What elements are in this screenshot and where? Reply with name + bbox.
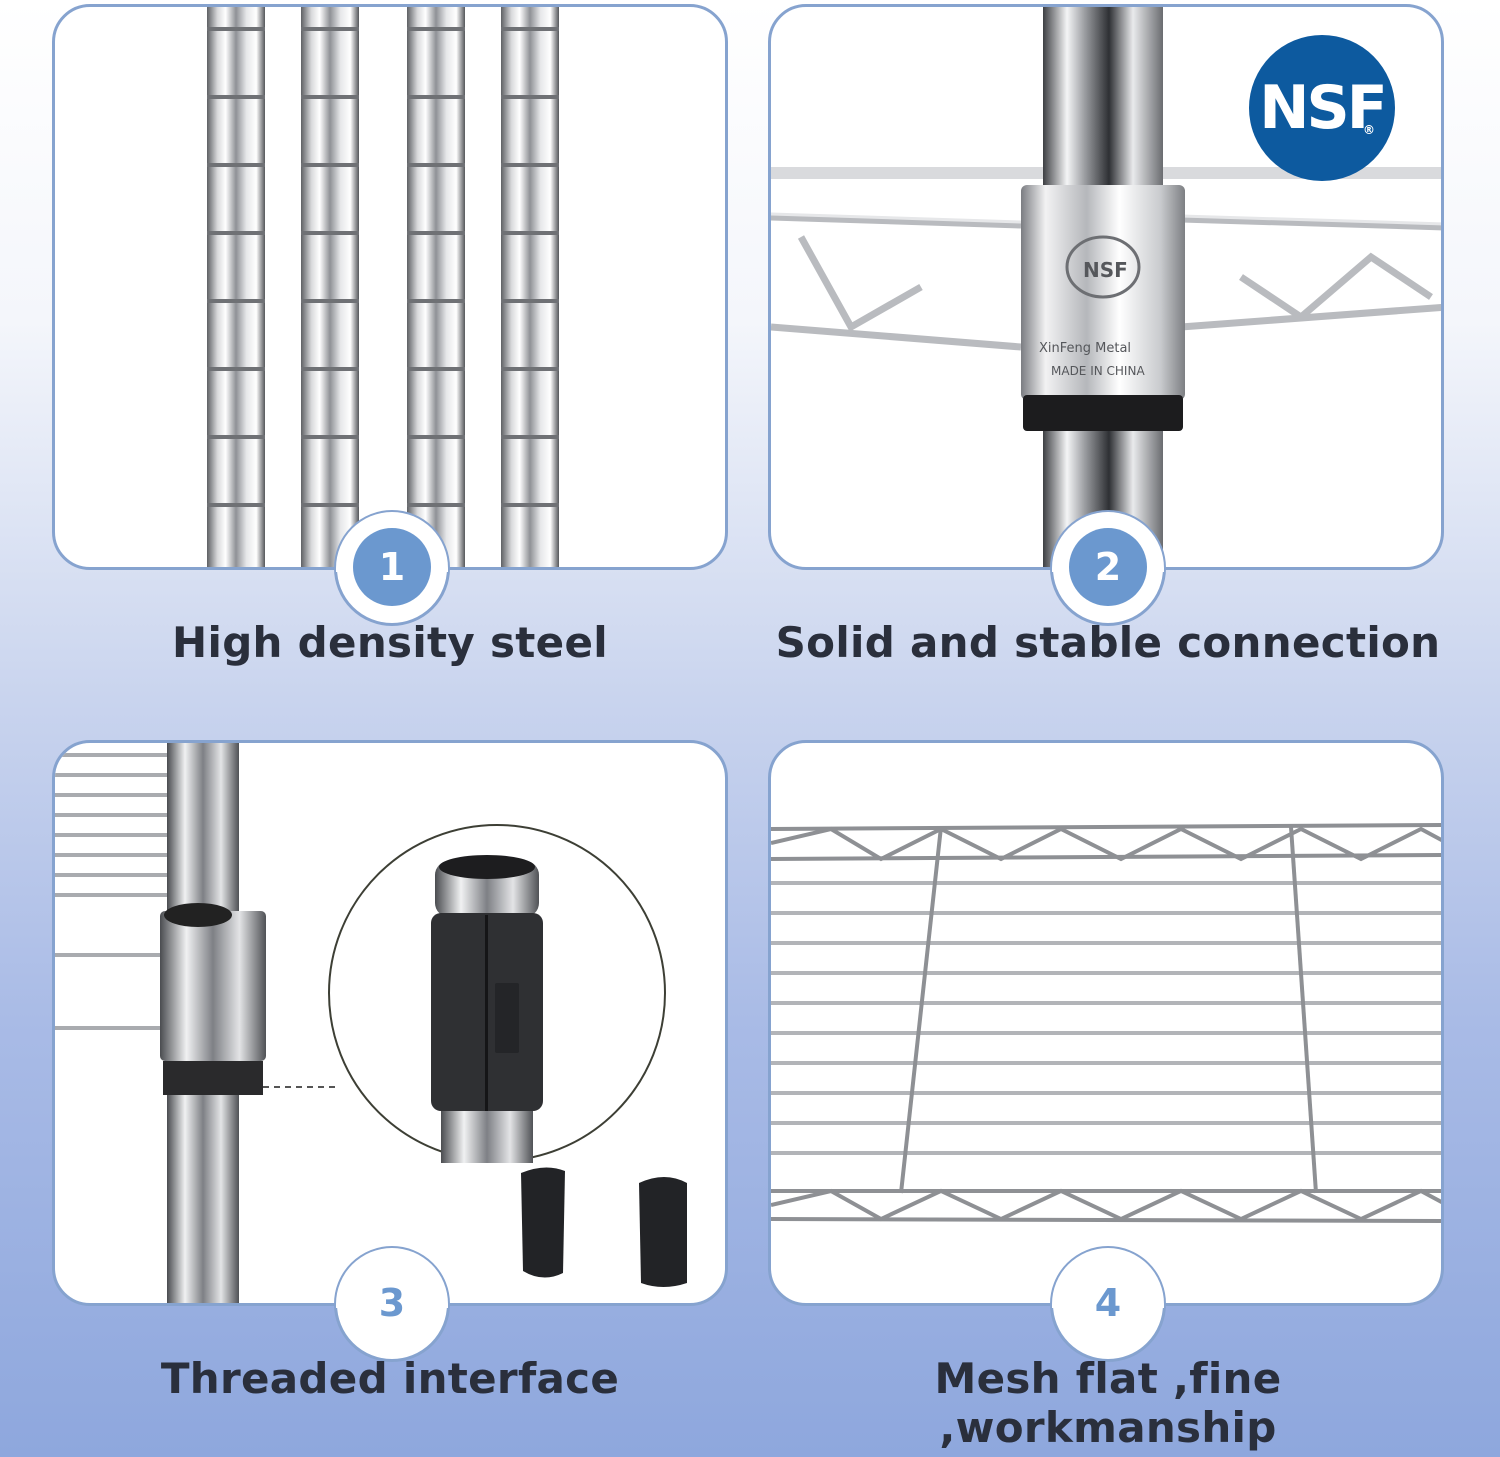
feature-caption-4: Mesh flat ,fine ,workmanship (934, 1354, 1282, 1452)
steel-pole (407, 7, 465, 567)
pole-groove (207, 95, 265, 99)
pole-groove (301, 435, 359, 439)
pole-groove (407, 299, 465, 303)
feature-number-badge-4: 4 (1069, 1264, 1147, 1342)
pole-groove (407, 27, 465, 31)
steel-pole (501, 7, 559, 567)
pole-groove (501, 435, 559, 439)
threaded-interface-photo (55, 743, 687, 1303)
pole-groove (501, 299, 559, 303)
feature-caption-2: Solid and stable connection (775, 618, 1441, 667)
svg-text:NSF: NSF (1083, 258, 1128, 282)
nsf-logo-text: NSF (1259, 73, 1387, 143)
pole-groove (301, 367, 359, 371)
feature-panel-1 (52, 4, 728, 570)
pole-groove (301, 95, 359, 99)
pole-groove (407, 503, 465, 507)
svg-text:MADE IN CHINA: MADE IN CHINA (1051, 364, 1145, 378)
pole-groove (501, 231, 559, 235)
pole-groove (301, 27, 359, 31)
feature-panel-4 (768, 740, 1444, 1306)
pole-groove (501, 163, 559, 167)
pole-groove (207, 163, 265, 167)
feature-number-badge-1: 1 (353, 528, 431, 606)
pole-groove (407, 435, 465, 439)
pole-groove (301, 503, 359, 507)
pole-groove (407, 367, 465, 371)
pole-groove (301, 231, 359, 235)
steel-pole (207, 7, 265, 567)
pole-groove (301, 163, 359, 167)
steel-poles-photo (207, 7, 559, 567)
pole-groove (501, 367, 559, 371)
pole-groove (501, 503, 559, 507)
pole-groove (207, 299, 265, 303)
pole-groove (407, 231, 465, 235)
pole-groove (207, 503, 265, 507)
nsf-certification-logo: NSF ® (1249, 35, 1395, 181)
feature-number-badge-3: 3 (353, 1264, 431, 1342)
feature-caption-1: High density steel (172, 618, 608, 667)
feature-panel-2: NSF XinFeng Metal MADE IN CHINA NSF ® (768, 4, 1444, 570)
steel-pole (301, 7, 359, 567)
pole-groove (207, 367, 265, 371)
svg-text:XinFeng Metal: XinFeng Metal (1039, 341, 1131, 356)
pole-groove (207, 231, 265, 235)
feature-caption-3: Threaded interface (160, 1354, 620, 1403)
feature-panel-3 (52, 740, 728, 1306)
feature-number-badge-2: 2 (1069, 528, 1147, 606)
pole-groove (407, 95, 465, 99)
registered-mark: ® (1363, 123, 1375, 137)
connection-sleeve-photo: NSF XinFeng Metal MADE IN CHINA (771, 7, 1441, 567)
wire-mesh-shelf-photo (771, 823, 1441, 1223)
pole-groove (207, 27, 265, 31)
pole-groove (501, 27, 559, 31)
pole-groove (301, 299, 359, 303)
pole-groove (501, 95, 559, 99)
pole-groove (407, 163, 465, 167)
pole-groove (207, 435, 265, 439)
